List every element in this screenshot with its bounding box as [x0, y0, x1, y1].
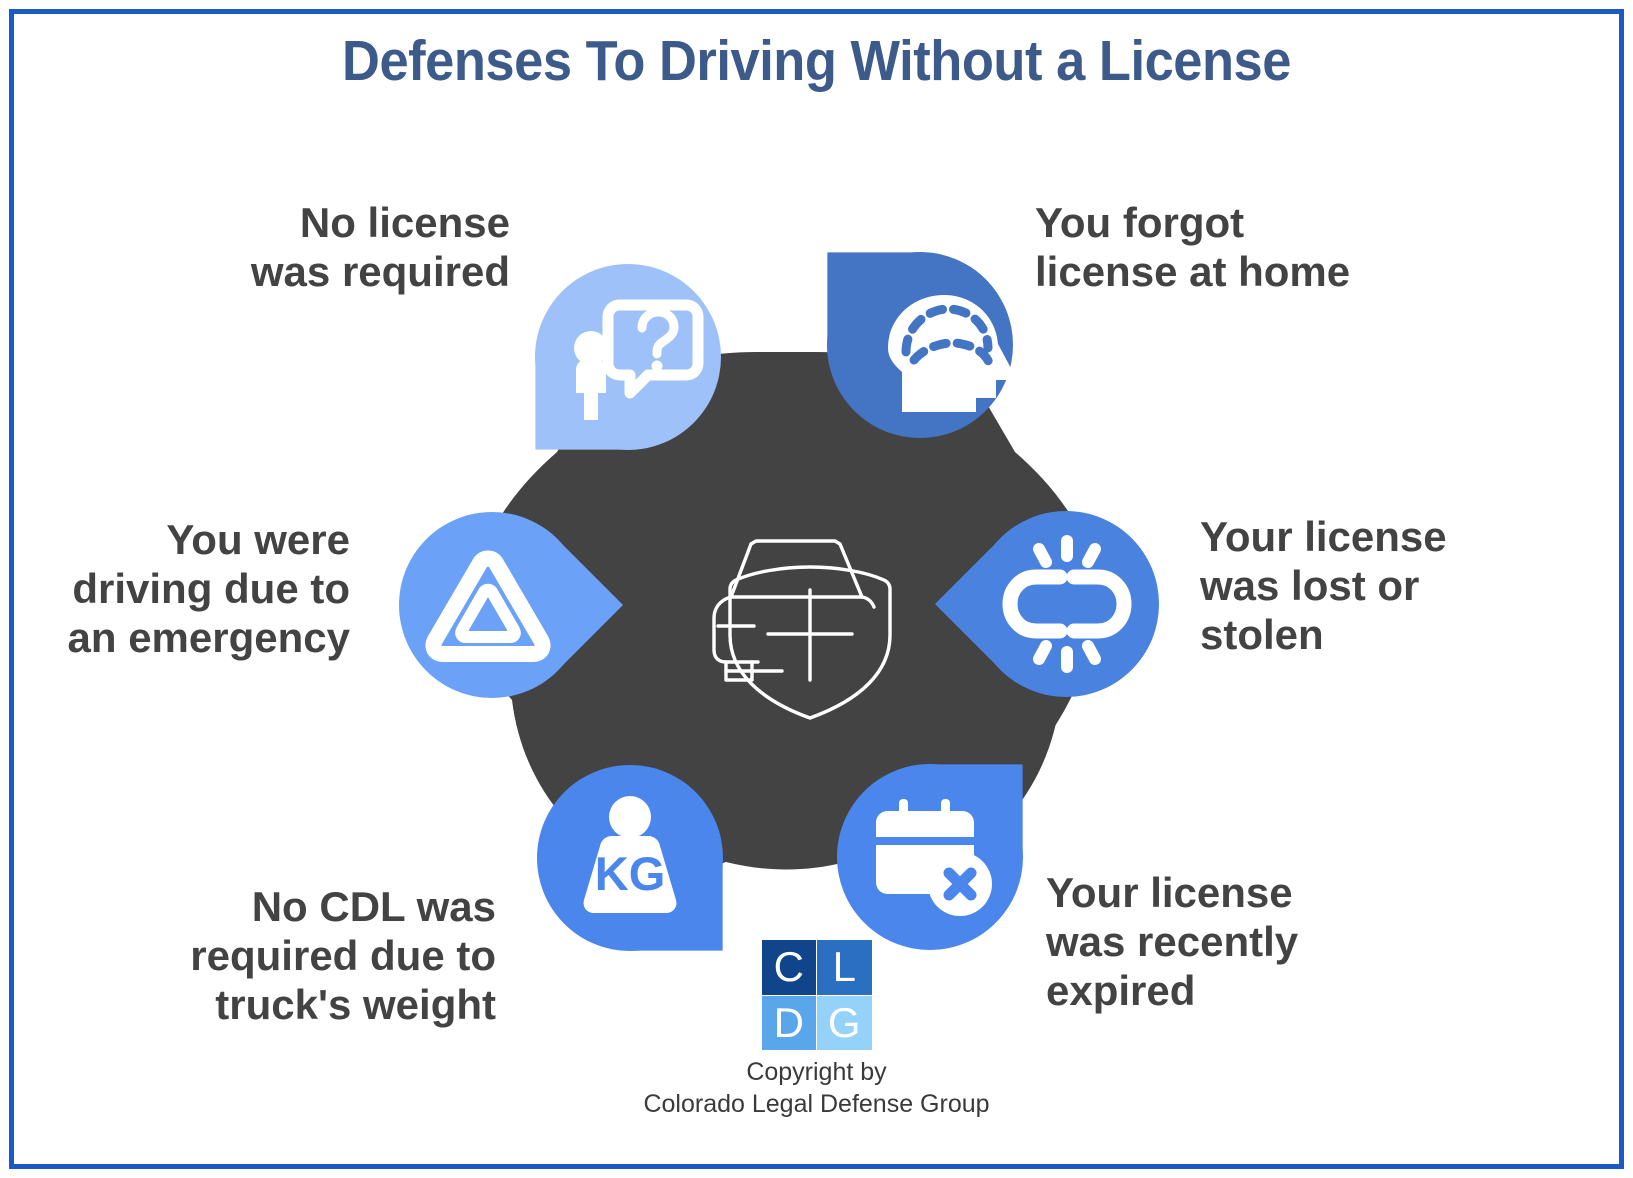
car-shield-icon — [712, 539, 892, 720]
logo-cell-l: L — [817, 940, 872, 995]
cldg-logo: C L D G — [761, 940, 872, 1050]
label-license-recently-expired: Your license was recently expired — [1046, 869, 1299, 1015]
label-license-lost-or-stolen: Your license was lost or stolen — [1200, 513, 1447, 659]
person-question-bubble-icon — [574, 299, 704, 420]
hazard-triangle-icon — [425, 550, 551, 662]
svg-text:KG: KG — [595, 847, 666, 900]
logo-cell-c: C — [761, 940, 816, 995]
footer: C L D G Copyright by Colorado Legal Defe… — [0, 940, 1633, 1120]
label-no-cdl-required-weight: No CDL was required due to truck's weigh… — [190, 883, 496, 1029]
page-title: Defenses To Driving Without a License — [342, 29, 1291, 93]
label-no-license-required: No license was required — [250, 199, 510, 296]
copyright-text: Copyright by Colorado Legal Defense Grou… — [643, 1058, 990, 1118]
center-hub-shape — [547, 359, 1085, 829]
label-driving-emergency: You were driving due to an emergency — [67, 516, 350, 662]
logo-cell-g: G — [817, 995, 872, 1050]
label-forgot-license-at-home: You forgot license at home — [1035, 199, 1351, 296]
logo-cell-d: D — [761, 995, 816, 1050]
calendar-x-icon — [876, 799, 992, 916]
broken-chain-link-icon — [1002, 535, 1132, 673]
head-brain-dashed-icon — [888, 295, 1014, 412]
kg-weight-icon: KG — [583, 796, 677, 913]
